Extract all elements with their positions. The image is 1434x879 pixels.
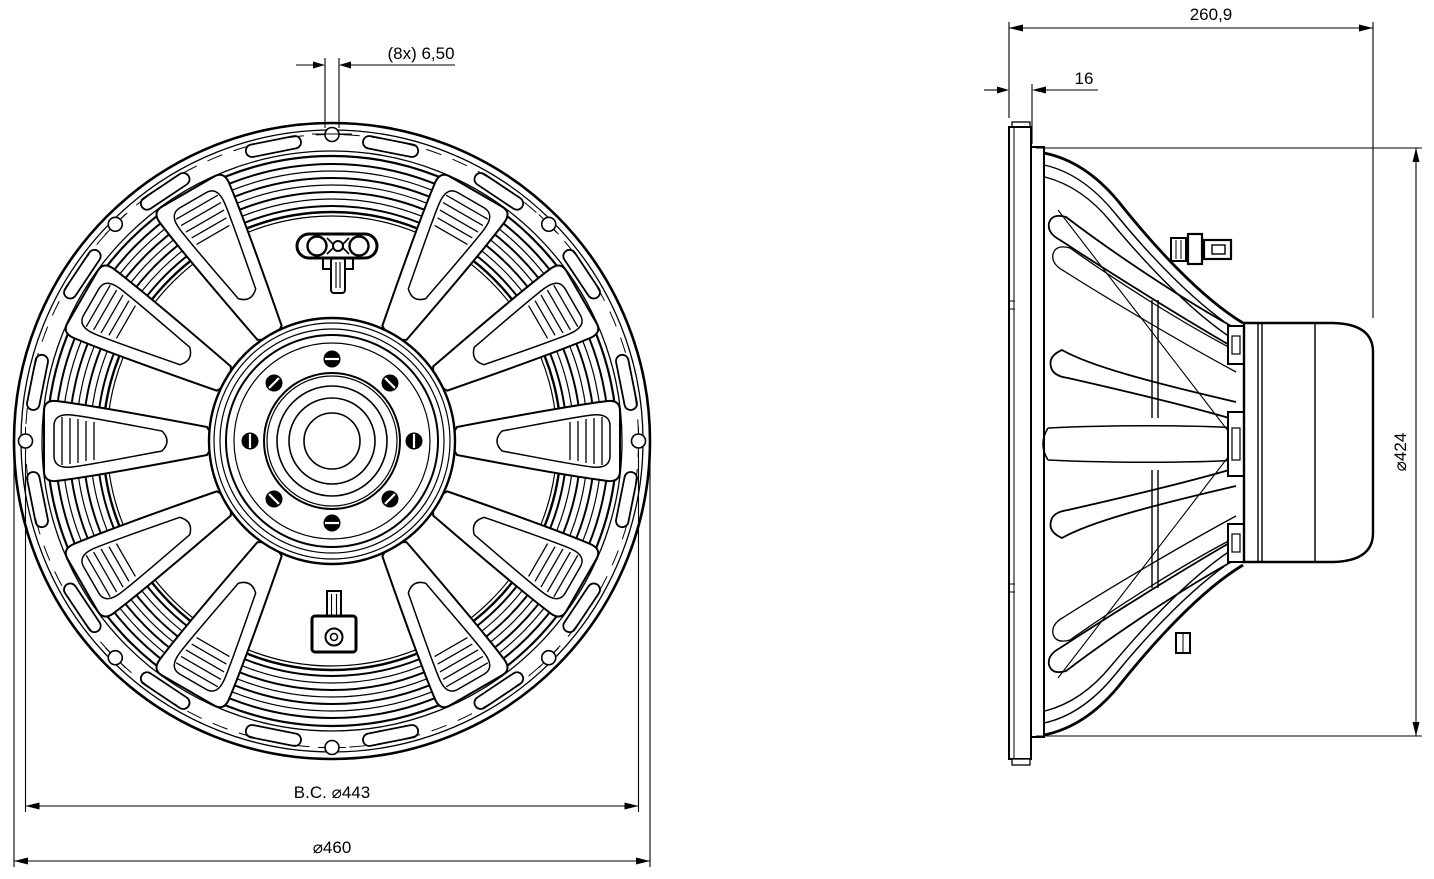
mounting-flange — [1030, 146, 1045, 738]
terminal-side — [1170, 232, 1233, 266]
bottom-tab-side — [1175, 632, 1191, 654]
basket-profile — [1042, 151, 1244, 737]
dim-depth-label: 260,9 — [1190, 5, 1233, 24]
dim-hole-note-label: (8x) 6,50 — [387, 44, 454, 63]
terminal-block — [295, 232, 379, 294]
dim-rear-diameter-label: ⌀424 — [1391, 433, 1410, 472]
dim-bolt-circle-label: B.C. ⌀443 — [294, 783, 370, 802]
dim-depth: 260,9 — [1008, 5, 1374, 318]
dim-outer-diameter-label: ⌀460 — [313, 838, 352, 857]
dim-bolt-circle: B.C. ⌀443 — [24, 452, 640, 812]
basket-rear-tabs — [1227, 325, 1245, 563]
dim-hole-note: (8x) 6,50 — [296, 44, 455, 135]
dim-flange: 16 — [984, 69, 1098, 144]
front-view: (8x) 6,50 B.C. ⌀443 ⌀460 — [12, 44, 652, 867]
lead-bracket — [310, 590, 358, 654]
dim-flange-label: 16 — [1075, 69, 1094, 88]
side-view: 260,9 16 ⌀424 — [984, 5, 1422, 766]
dim-outer-diameter: ⌀460 — [13, 448, 651, 867]
magnet-assembly — [1242, 321, 1375, 564]
gasket — [1008, 121, 1032, 766]
dim-rear-diameter: ⌀424 — [1036, 147, 1422, 737]
